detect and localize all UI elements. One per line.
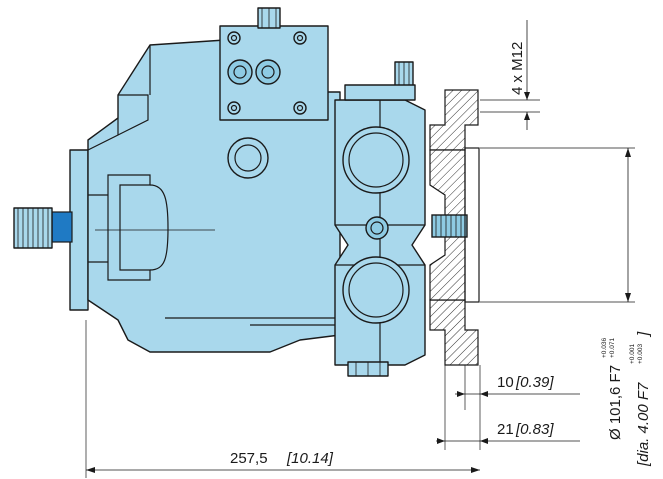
drive-shaft <box>51 211 73 243</box>
spline-teeth <box>17 208 49 248</box>
pump-body <box>13 7 426 377</box>
svg-text:+0.003: +0.003 <box>637 344 644 364</box>
svg-text:Ø 101,6 F7: Ø 101,6 F7 <box>607 365 624 440</box>
center-plug <box>365 216 389 240</box>
svg-text:257,5: 257,5 <box>230 450 268 467</box>
svg-text:[dia. 4.00 F7: [dia. 4.00 F7 <box>635 382 652 467</box>
pilot-label: 10 [0.39] <box>497 374 554 391</box>
rear-cover <box>69 149 89 311</box>
mounting-flange <box>429 89 480 366</box>
control-bolts <box>227 31 307 115</box>
overall-length-label: 257,5 [10.14] <box>230 450 334 467</box>
svg-text:[10.14]: [10.14] <box>286 450 334 467</box>
svg-text:+0.071: +0.071 <box>609 338 616 358</box>
svg-text:10: 10 <box>497 374 514 391</box>
svg-text:+0.036: +0.036 <box>601 338 608 358</box>
flange-section-upper <box>429 89 479 151</box>
side-port <box>227 137 269 179</box>
flange-shaft <box>431 214 468 238</box>
adjust-screw-right <box>255 59 281 85</box>
svg-text:[0.83]: [0.83] <box>515 421 554 438</box>
housing-contour <box>107 174 151 281</box>
svg-text:+0.001: +0.001 <box>629 344 636 364</box>
dimension-lines <box>85 20 635 478</box>
adjust-screw-left <box>227 59 253 85</box>
svg-text:21: 21 <box>497 421 514 438</box>
pressure-port-upper <box>342 126 410 194</box>
flange-label: 21 [0.83] <box>497 421 554 438</box>
pressure-port-lower <box>342 256 410 324</box>
svg-text:[0.39]: [0.39] <box>515 374 554 391</box>
svg-text:]: ] <box>635 331 652 338</box>
flange-section-lower <box>429 299 479 366</box>
bore-label-metric: Ø 101,6 F7 +0.036 +0.071 <box>601 338 624 440</box>
bore-label-imperial: [dia. 4.00 F7 +0.001 +0.003 ] <box>629 331 652 467</box>
thread-label: 4 x M12 <box>509 42 526 95</box>
dimension-labels: 4 x M12 Ø 101,6 F7 +0.036 +0.071 [dia. 4… <box>230 42 652 467</box>
